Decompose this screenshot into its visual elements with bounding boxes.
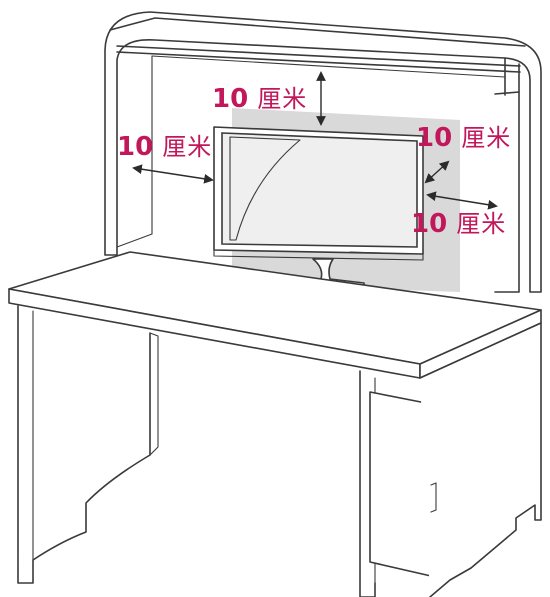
top-clearance-unit: 厘米: [257, 85, 308, 113]
clearance-arrows: [132, 71, 498, 210]
left-clearance-unit: 厘米: [162, 133, 213, 161]
right-lower-clearance-arrow: [426, 191, 498, 210]
left-clearance-value: 10: [117, 132, 154, 162]
right-lower-clearance-value: 10: [411, 209, 448, 239]
right-upper-clearance-unit: 厘米: [461, 124, 512, 152]
right-upper-clearance-value: 10: [416, 123, 453, 153]
monitor: [213, 126, 424, 290]
right-lower-clearance-label: 10 厘米: [411, 211, 506, 237]
desk-hutch: [104, 11, 542, 293]
top-clearance-value: 10: [212, 84, 249, 114]
desk: [8, 251, 542, 597]
right-upper-clearance-arrow: [424, 160, 450, 184]
left-clearance-arrow: [132, 164, 214, 184]
top-clearance-label: 10 厘米: [212, 86, 307, 112]
right-upper-clearance-label: 10 厘米: [416, 125, 511, 151]
right-lower-clearance-unit: 厘米: [456, 210, 507, 238]
left-clearance-label: 10 厘米: [117, 134, 212, 160]
